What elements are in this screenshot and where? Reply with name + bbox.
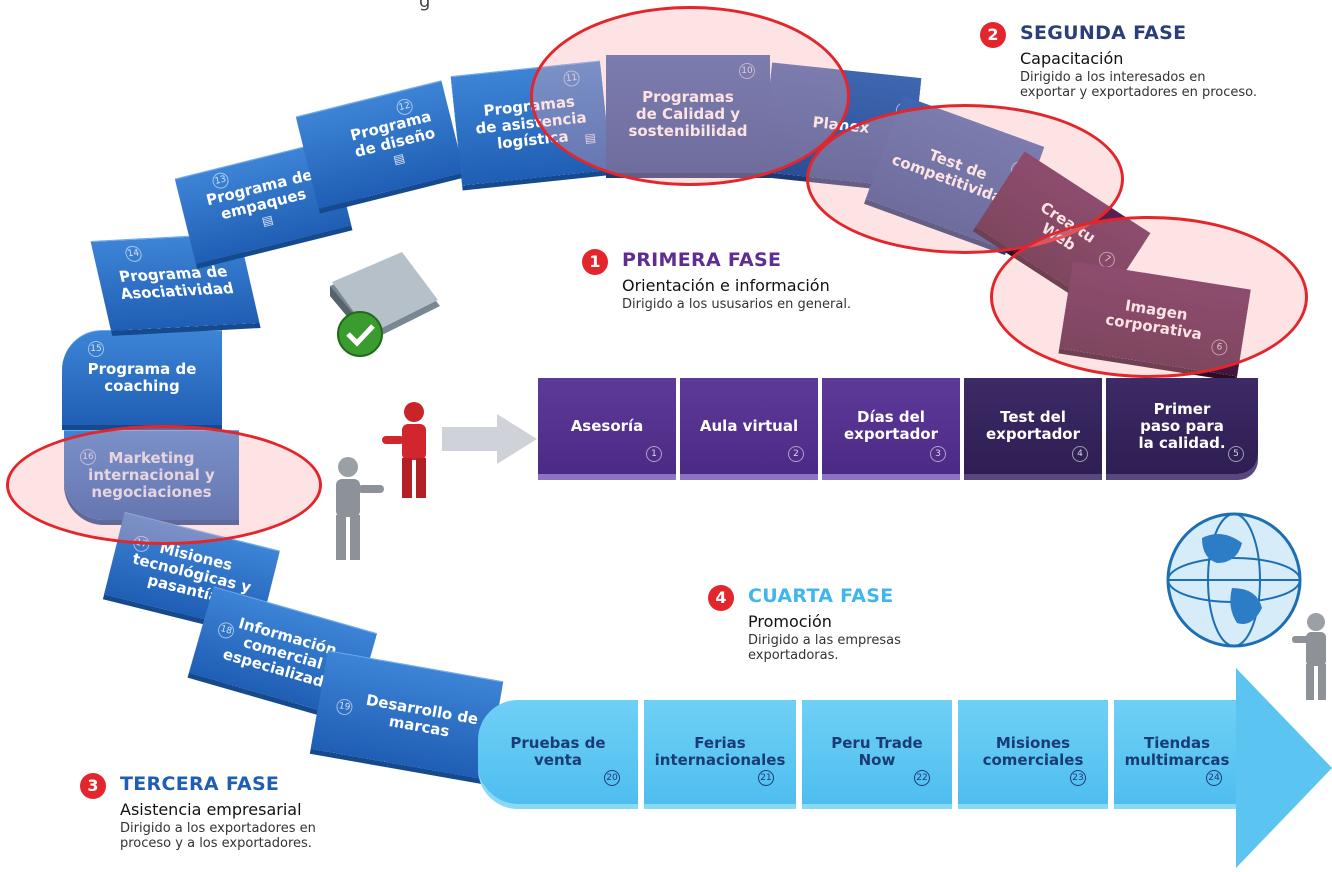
phase-subtitle: Promoción: [748, 612, 832, 631]
phase-subtitle: Orientación e información: [622, 276, 830, 295]
phase-description: Dirigido a los interesados en exportar y…: [1020, 70, 1258, 100]
gray-person-icon: [336, 457, 384, 560]
step-number: 21: [758, 770, 774, 786]
phase-title: SEGUNDA FASE: [1020, 22, 1187, 44]
step-label: Desarrollo de marcas: [364, 690, 480, 740]
step-22[interactable]: Peru Trade Now 22: [802, 700, 952, 804]
step-number: 22: [914, 770, 930, 786]
step-label: Primer paso para la calidad.: [1138, 399, 1226, 452]
step-19[interactable]: Desarrollo de marcas 19: [310, 650, 504, 780]
step-label: Asesoría: [570, 416, 644, 435]
step-label: Aula virtual: [699, 416, 799, 435]
phase-number-badge: 1: [582, 249, 608, 275]
step-label: Programa de Asociatividad: [117, 261, 236, 303]
top-cut-text: g: [419, 0, 431, 12]
step-2[interactable]: Aula virtual 2: [680, 378, 818, 474]
phase-number-badge: 2: [980, 22, 1006, 48]
step-number: 2: [788, 446, 804, 462]
step-23[interactable]: Misiones comerciales 23: [958, 700, 1108, 804]
step-number: 15: [88, 341, 104, 357]
step-label: Días del exportador: [843, 408, 939, 443]
step-number: 23: [1070, 770, 1086, 786]
step-12[interactable]: Programa de diseño ▤ 12: [295, 80, 465, 209]
phase-description: Dirigido a las empresas exportadoras.: [748, 633, 901, 663]
step-3[interactable]: Días del exportador 3: [822, 378, 960, 474]
phase-title: CUARTA FASE: [748, 585, 894, 607]
step-21[interactable]: Ferias internacionales 21: [644, 700, 796, 804]
step-24[interactable]: Tiendas multimarcas 24: [1114, 700, 1240, 804]
step-label: Programa de coaching: [87, 360, 197, 395]
highlight-ellipse-calidad: [530, 6, 850, 186]
step-label: Test del exportador: [985, 408, 1081, 443]
step-number: 24: [1206, 770, 1222, 786]
globe-icon: [1166, 512, 1302, 648]
document-check-icon: [330, 252, 440, 357]
phase-title: TERCERA FASE: [120, 773, 280, 795]
highlight-ellipse-marketing: [6, 425, 322, 545]
step-number: 20: [604, 770, 620, 786]
step-number: 14: [123, 245, 144, 263]
highlight-ellipse-imagen: [990, 216, 1308, 378]
step-20[interactable]: Pruebas de venta 20: [478, 700, 638, 804]
person-at-globe-icon: [1292, 613, 1326, 700]
phase-description: Dirigido a los exportadores en proceso y…: [120, 821, 316, 851]
step-number: 5: [1228, 446, 1244, 462]
phase-number-badge: 4: [708, 585, 734, 611]
step-4[interactable]: Test del exportador 4: [964, 378, 1102, 474]
step-label: Misiones comerciales: [982, 734, 1084, 769]
step-number: 3: [930, 446, 946, 462]
step-label: Ferias internacionales: [654, 734, 786, 769]
phase-subtitle: Asistencia empresarial: [120, 800, 302, 819]
step-label: Tiendas multimarcas: [1124, 734, 1230, 769]
red-person-icon: [382, 402, 426, 498]
phase-number-badge: 3: [80, 773, 106, 799]
document-icon: ▤: [260, 211, 275, 229]
step-number: 4: [1072, 446, 1088, 462]
step-label: Pruebas de venta: [510, 734, 606, 769]
step-1[interactable]: Asesoría 1: [538, 378, 676, 474]
phase-subtitle: Capacitación: [1020, 49, 1124, 68]
phase-description: Dirigido a los ususarios en general.: [622, 297, 852, 312]
step-number: 1: [646, 446, 662, 462]
arrow-head-icon: [1236, 668, 1332, 868]
gray-arrow-icon: [442, 414, 537, 464]
phase-title: PRIMERA FASE: [622, 249, 782, 271]
step-5[interactable]: Primer paso para la calidad. 5: [1106, 378, 1258, 474]
step-label: Peru Trade Now: [831, 734, 923, 769]
step-15[interactable]: Programa de coaching 15: [62, 330, 222, 425]
